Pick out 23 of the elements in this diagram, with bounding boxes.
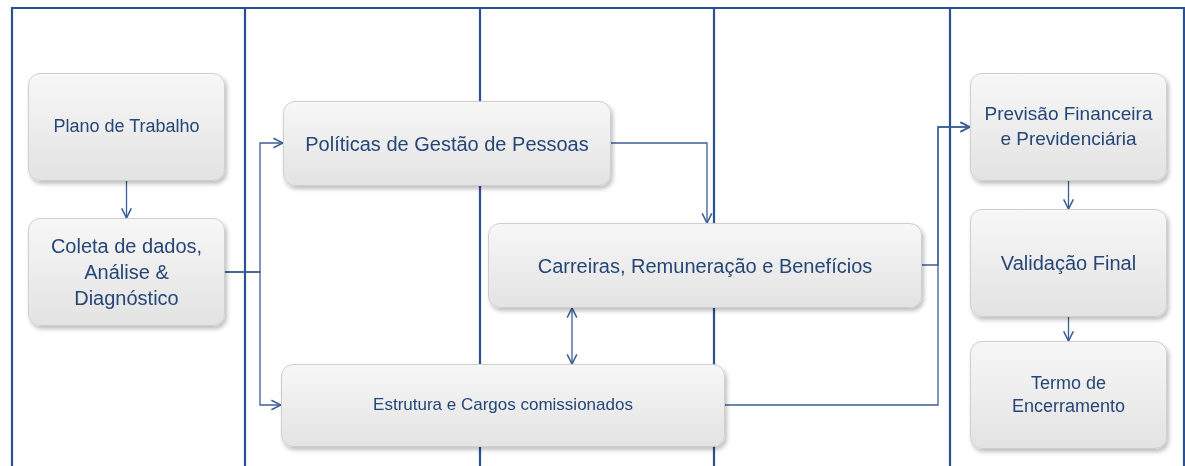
process-box (283, 101, 611, 186)
arrow (120, 180, 133, 219)
box-label: Previsão Financeira e Previdenciária (983, 102, 1154, 151)
process-box (28, 218, 225, 326)
box-label: Validação Final (1000, 251, 1137, 276)
box-label: Plano de Trabalho (53, 115, 200, 139)
box-label: Políticas de Gestão de Pessoas (305, 131, 589, 157)
arrow (724, 121, 971, 406)
process-box (488, 223, 922, 308)
arrow (610, 142, 713, 224)
process-box (970, 341, 1167, 449)
process-box (281, 364, 725, 447)
process-box (28, 73, 225, 181)
process-box (970, 73, 1167, 181)
arrow (1062, 180, 1075, 210)
box-label: Estrutura e Cargos comissionados (373, 394, 633, 417)
process-box (970, 209, 1167, 317)
box-label: Termo de Encerramento (1010, 371, 1127, 418)
box-label: Carreiras, Remuneração e Benefícios (537, 253, 873, 279)
arrow (566, 307, 578, 365)
arrow (224, 271, 282, 411)
arrow (1062, 316, 1075, 342)
box-label: Coleta de dados, Análise & Diagnóstico (49, 234, 204, 311)
